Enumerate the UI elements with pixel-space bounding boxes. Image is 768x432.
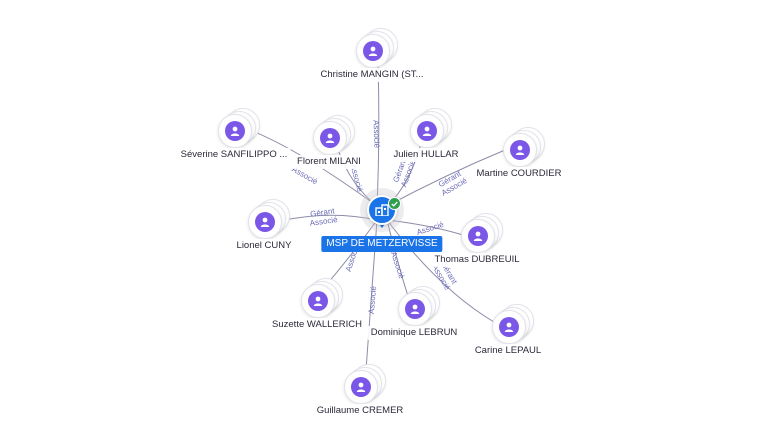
edge-role: Associé (389, 250, 406, 280)
person-name-label[interactable]: Séverine SANFILIPPO ... (177, 148, 291, 162)
edge-label-thomas-dubreuil: Associé (415, 220, 445, 237)
company-name-label[interactable]: MSP DE METZERVISSE (321, 236, 443, 252)
person-icon (255, 212, 275, 232)
person-icon (468, 226, 488, 246)
person-avatar[interactable] (218, 114, 252, 148)
person-name-label[interactable]: Lionel CUNY (233, 239, 295, 253)
check-icon (388, 197, 401, 210)
person-icon (405, 299, 425, 319)
edge-label-lionel-cuny: GérantAssocié (308, 206, 339, 228)
edge-role: Associé (367, 285, 378, 314)
edge-label-dominique-lebrun: Associé (389, 250, 406, 280)
person-name-label[interactable]: Thomas DUBREUIL (431, 253, 523, 267)
edge-lionel-cuny (279, 214, 378, 222)
edge-role: Associé (309, 215, 339, 228)
person-icon (225, 121, 245, 141)
edge-label-guillaume-cremer: Associé (367, 285, 378, 314)
person-avatar[interactable] (301, 284, 335, 318)
edge-dominique-lebrun (385, 219, 409, 297)
person-icon (417, 121, 437, 141)
edge-role: Associé (415, 220, 445, 237)
person-name-label[interactable]: Suzette WALLERICH (269, 318, 365, 332)
person-avatar[interactable] (461, 219, 495, 253)
person-avatar[interactable] (503, 133, 537, 167)
person-icon (510, 140, 530, 160)
person-icon (308, 291, 328, 311)
person-icon (351, 377, 371, 397)
person-avatar[interactable] (344, 370, 378, 404)
person-avatar[interactable] (398, 292, 432, 326)
person-name-label[interactable]: Martine COURDIER (473, 167, 565, 181)
edge-label-martine-courdier: GérantAssocié (435, 168, 469, 198)
person-icon (499, 317, 519, 337)
person-name-label[interactable]: Christine MANGIN (ST... (317, 68, 427, 82)
edge-thomas-dubreuil (386, 217, 464, 236)
person-name-label[interactable]: Florent MILANI (294, 155, 364, 169)
person-avatar[interactable] (356, 34, 390, 68)
edge-role: Associé (372, 120, 382, 149)
person-avatar[interactable] (248, 205, 282, 239)
building-icon (367, 195, 397, 225)
person-icon (363, 41, 383, 61)
edge-carine-lepaul (386, 219, 495, 323)
person-avatar[interactable] (313, 121, 347, 155)
edge-label-christine-mangin: Associé (372, 120, 382, 149)
person-name-label[interactable]: Guillaume CREMER (313, 404, 407, 418)
person-name-label[interactable]: Julien HULLAR (390, 148, 462, 162)
person-avatar[interactable] (492, 310, 526, 344)
person-name-label[interactable]: Carine LEPAUL (471, 344, 545, 358)
person-name-label[interactable]: Dominique LEBRUN (367, 326, 461, 340)
edge-role: Gérant (310, 206, 336, 218)
person-icon (320, 128, 340, 148)
person-avatar[interactable] (410, 114, 444, 148)
